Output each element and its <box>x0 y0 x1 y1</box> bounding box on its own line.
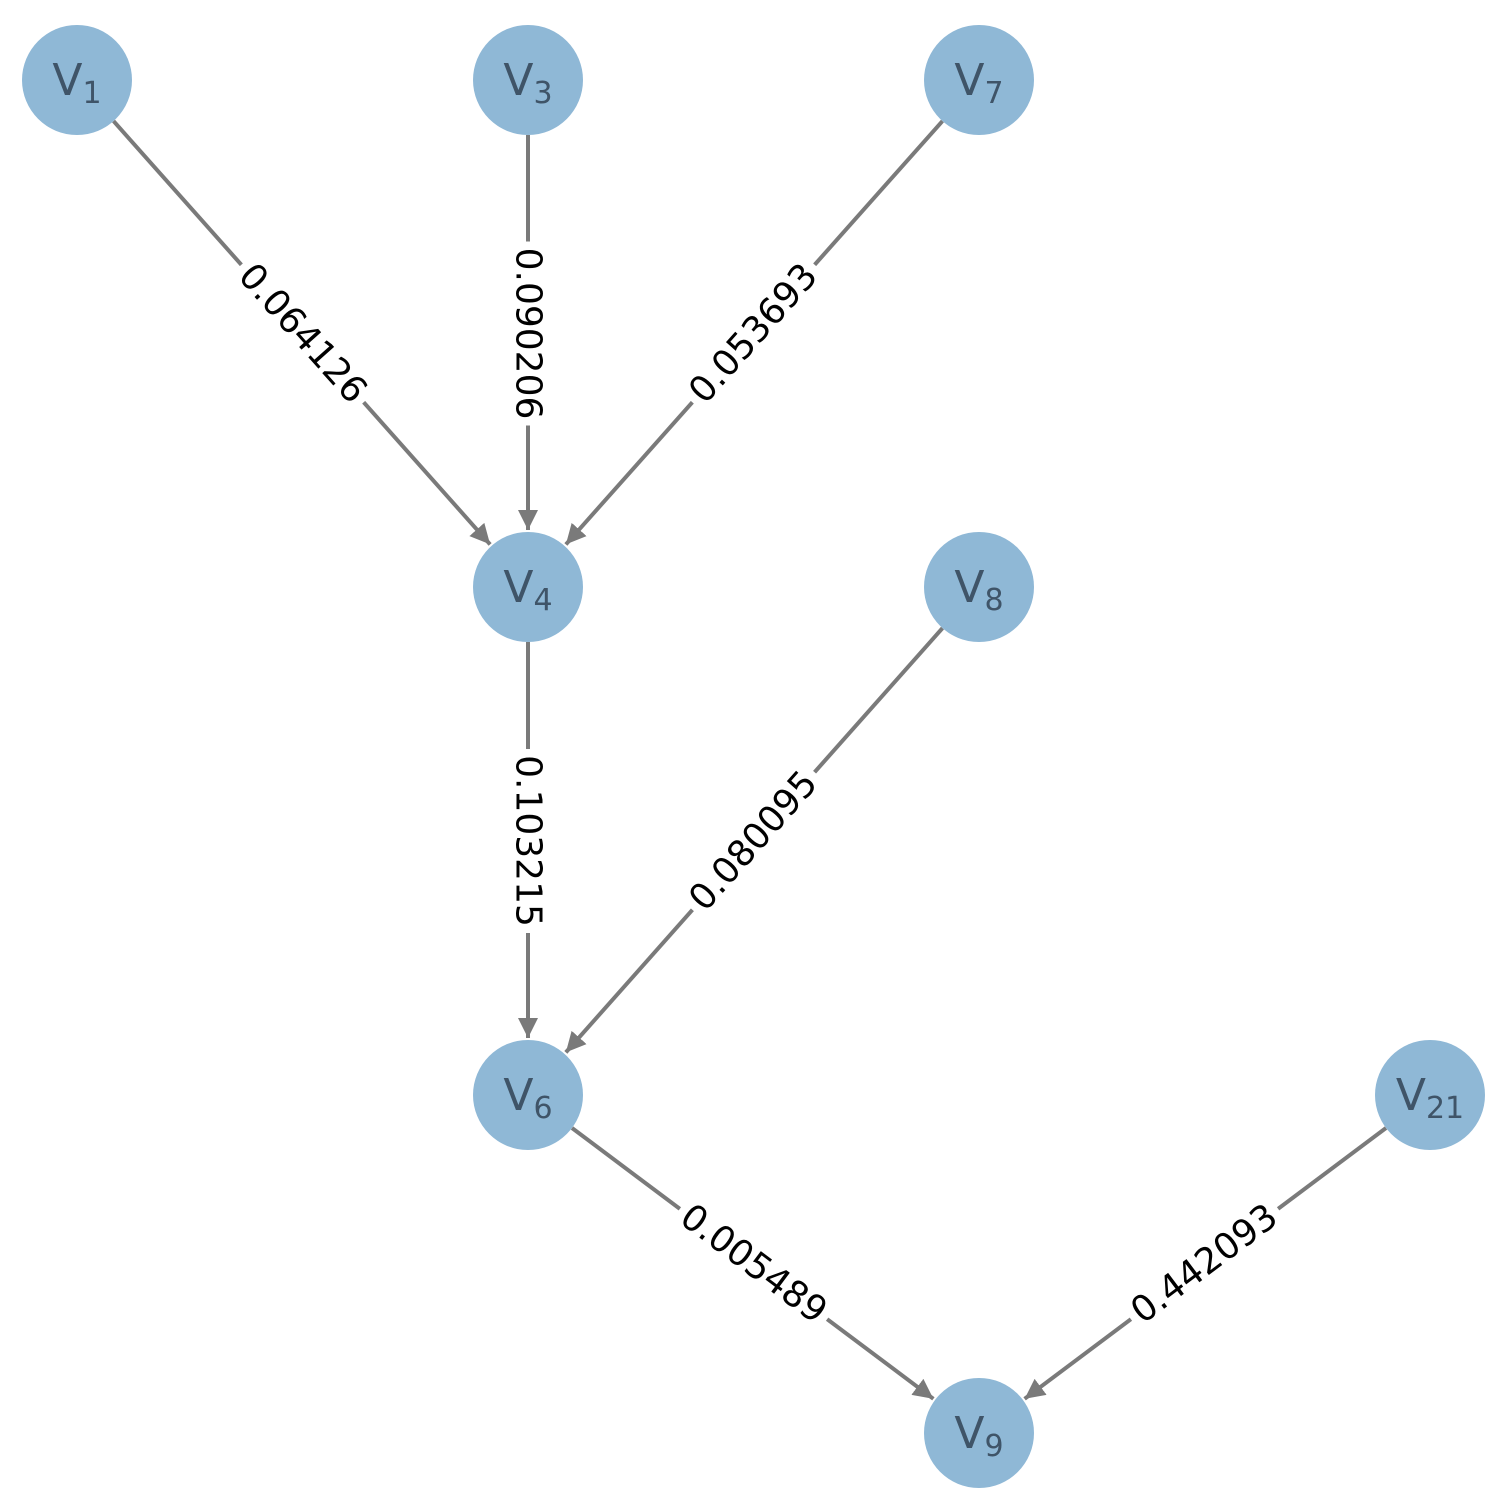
edge-weight-label: 0.090206 <box>508 248 549 420</box>
node-label-subscript: 4 <box>534 583 553 618</box>
node-label: V3 <box>503 55 552 111</box>
edge-weight-label: 0.064126 <box>230 256 375 412</box>
edge-v8-v6: 0.080095 <box>564 626 944 1054</box>
edge-label-background <box>665 1189 842 1339</box>
node-circle <box>924 532 1034 642</box>
node-label-base: V <box>503 562 533 613</box>
edge-v7-v4: 0.053693 <box>564 119 944 546</box>
node-label: V21 <box>1396 1070 1464 1126</box>
node-label-base: V <box>954 1408 984 1459</box>
node-circle <box>473 532 583 642</box>
node-label: V8 <box>954 562 1003 618</box>
node-label: V4 <box>503 562 552 618</box>
node-v8: V8 <box>924 532 1034 642</box>
edge-weight-label: 0.053693 <box>681 256 826 412</box>
node-label-base: V <box>954 562 984 613</box>
edge-weight-label-group: 0.064126 <box>223 248 382 419</box>
node-label: V6 <box>503 1070 552 1126</box>
edge-weight-label-group: 0.103215 <box>504 749 552 933</box>
edges-layer: 0.064126 0.090206 0.053693 0.103215 0.080095… <box>112 119 1388 1401</box>
edge-v21-v9: 0.442093 <box>1023 1126 1388 1401</box>
node-label-subscript: 21 <box>1426 1091 1464 1126</box>
edge-weight-label-group: 0.090206 <box>504 241 552 426</box>
edge-weight-label: 0.442093 <box>1123 1196 1285 1332</box>
node-label: V7 <box>954 55 1003 111</box>
node-label-base: V <box>1396 1070 1426 1121</box>
edge-weight-label-group: 0.005489 <box>665 1189 842 1339</box>
node-label-base: V <box>503 55 533 106</box>
node-label: V1 <box>52 55 101 111</box>
node-v4: V4 <box>473 532 583 642</box>
node-v3: V3 <box>473 25 583 135</box>
node-v6: V6 <box>473 1040 583 1150</box>
edge-label-background <box>223 248 382 419</box>
edge-weight-label-group: 0.053693 <box>674 248 833 419</box>
edge-v4-v6: 0.103215 <box>504 642 552 1038</box>
node-label-base: V <box>52 55 82 106</box>
node-label-base: V <box>954 55 984 106</box>
node-circle <box>924 25 1034 135</box>
node-label-base: V <box>503 1070 533 1121</box>
edge-weight-label: 0.005489 <box>672 1196 834 1332</box>
node-v7: V7 <box>924 25 1034 135</box>
edge-label-background <box>504 241 552 426</box>
edge-weight-label: 0.080095 <box>681 763 826 919</box>
node-circle <box>473 1040 583 1150</box>
node-label-subscript: 3 <box>534 76 553 111</box>
edge-label-background <box>504 749 552 933</box>
node-label-subscript: 6 <box>534 1091 553 1126</box>
node-label: V9 <box>954 1408 1003 1464</box>
edge-v1-v4: 0.064126 <box>112 119 492 546</box>
edge-weight-label-group: 0.442093 <box>1116 1189 1293 1339</box>
edge-label-background <box>674 248 833 419</box>
edge-label-background <box>1116 1189 1293 1339</box>
node-circle <box>924 1378 1034 1488</box>
edge-v6-v9: 0.005489 <box>570 1126 935 1401</box>
edge-v3-v4: 0.090206 <box>504 135 552 530</box>
node-v1: V1 <box>22 25 132 135</box>
node-circle <box>473 25 583 135</box>
node-label-subscript: 7 <box>985 76 1004 111</box>
node-label-subscript: 1 <box>83 76 102 111</box>
edge-label-background <box>674 756 833 926</box>
edge-weight-label: 0.103215 <box>508 755 549 927</box>
edge-weight-label-group: 0.080095 <box>674 756 833 926</box>
node-label-subscript: 8 <box>985 583 1004 618</box>
node-circle <box>22 25 132 135</box>
node-label-subscript: 9 <box>985 1429 1004 1464</box>
node-v9: V9 <box>924 1378 1034 1488</box>
node-circle <box>1375 1040 1485 1150</box>
node-v21: V21 <box>1375 1040 1485 1150</box>
